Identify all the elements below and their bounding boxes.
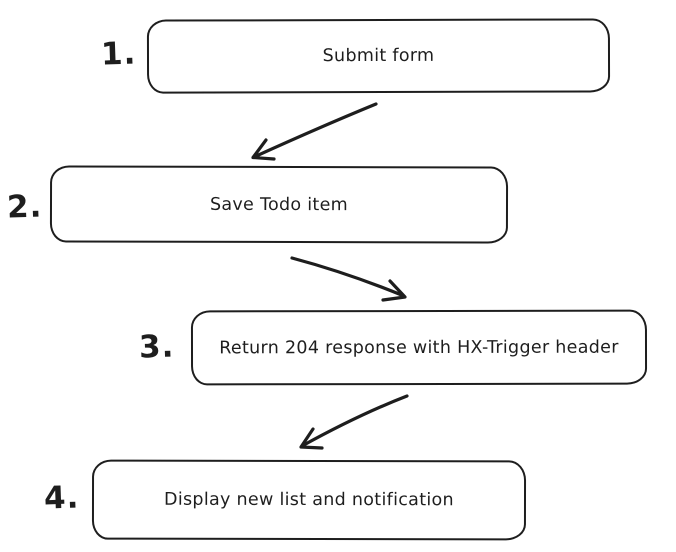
step-box-submit-form: Submit form: [146, 18, 611, 94]
step-box-display-new-list: Display new list and notification: [91, 459, 527, 541]
arrow-step3-to-step4: [299, 394, 409, 450]
step-box-save-todo-item: Save Todo item: [49, 165, 509, 244]
step-number-2: 2.: [6, 188, 43, 226]
step-number-4: 4.: [43, 479, 80, 517]
step-number-1: 1.: [100, 35, 137, 73]
step-label-1: Submit form: [322, 45, 435, 67]
step-label-2: Save Todo item: [209, 194, 349, 215]
step-number-3: 3.: [138, 328, 175, 366]
step-label-3: Return 204 response with HX-Trigger head…: [219, 337, 619, 358]
arrow-step1-to-step2: [251, 102, 378, 161]
step-box-return-204-response: Return 204 response with HX-Trigger head…: [190, 309, 648, 386]
step-label-4: Display new list and notification: [164, 489, 454, 511]
arrow-step2-to-step3: [290, 256, 407, 302]
